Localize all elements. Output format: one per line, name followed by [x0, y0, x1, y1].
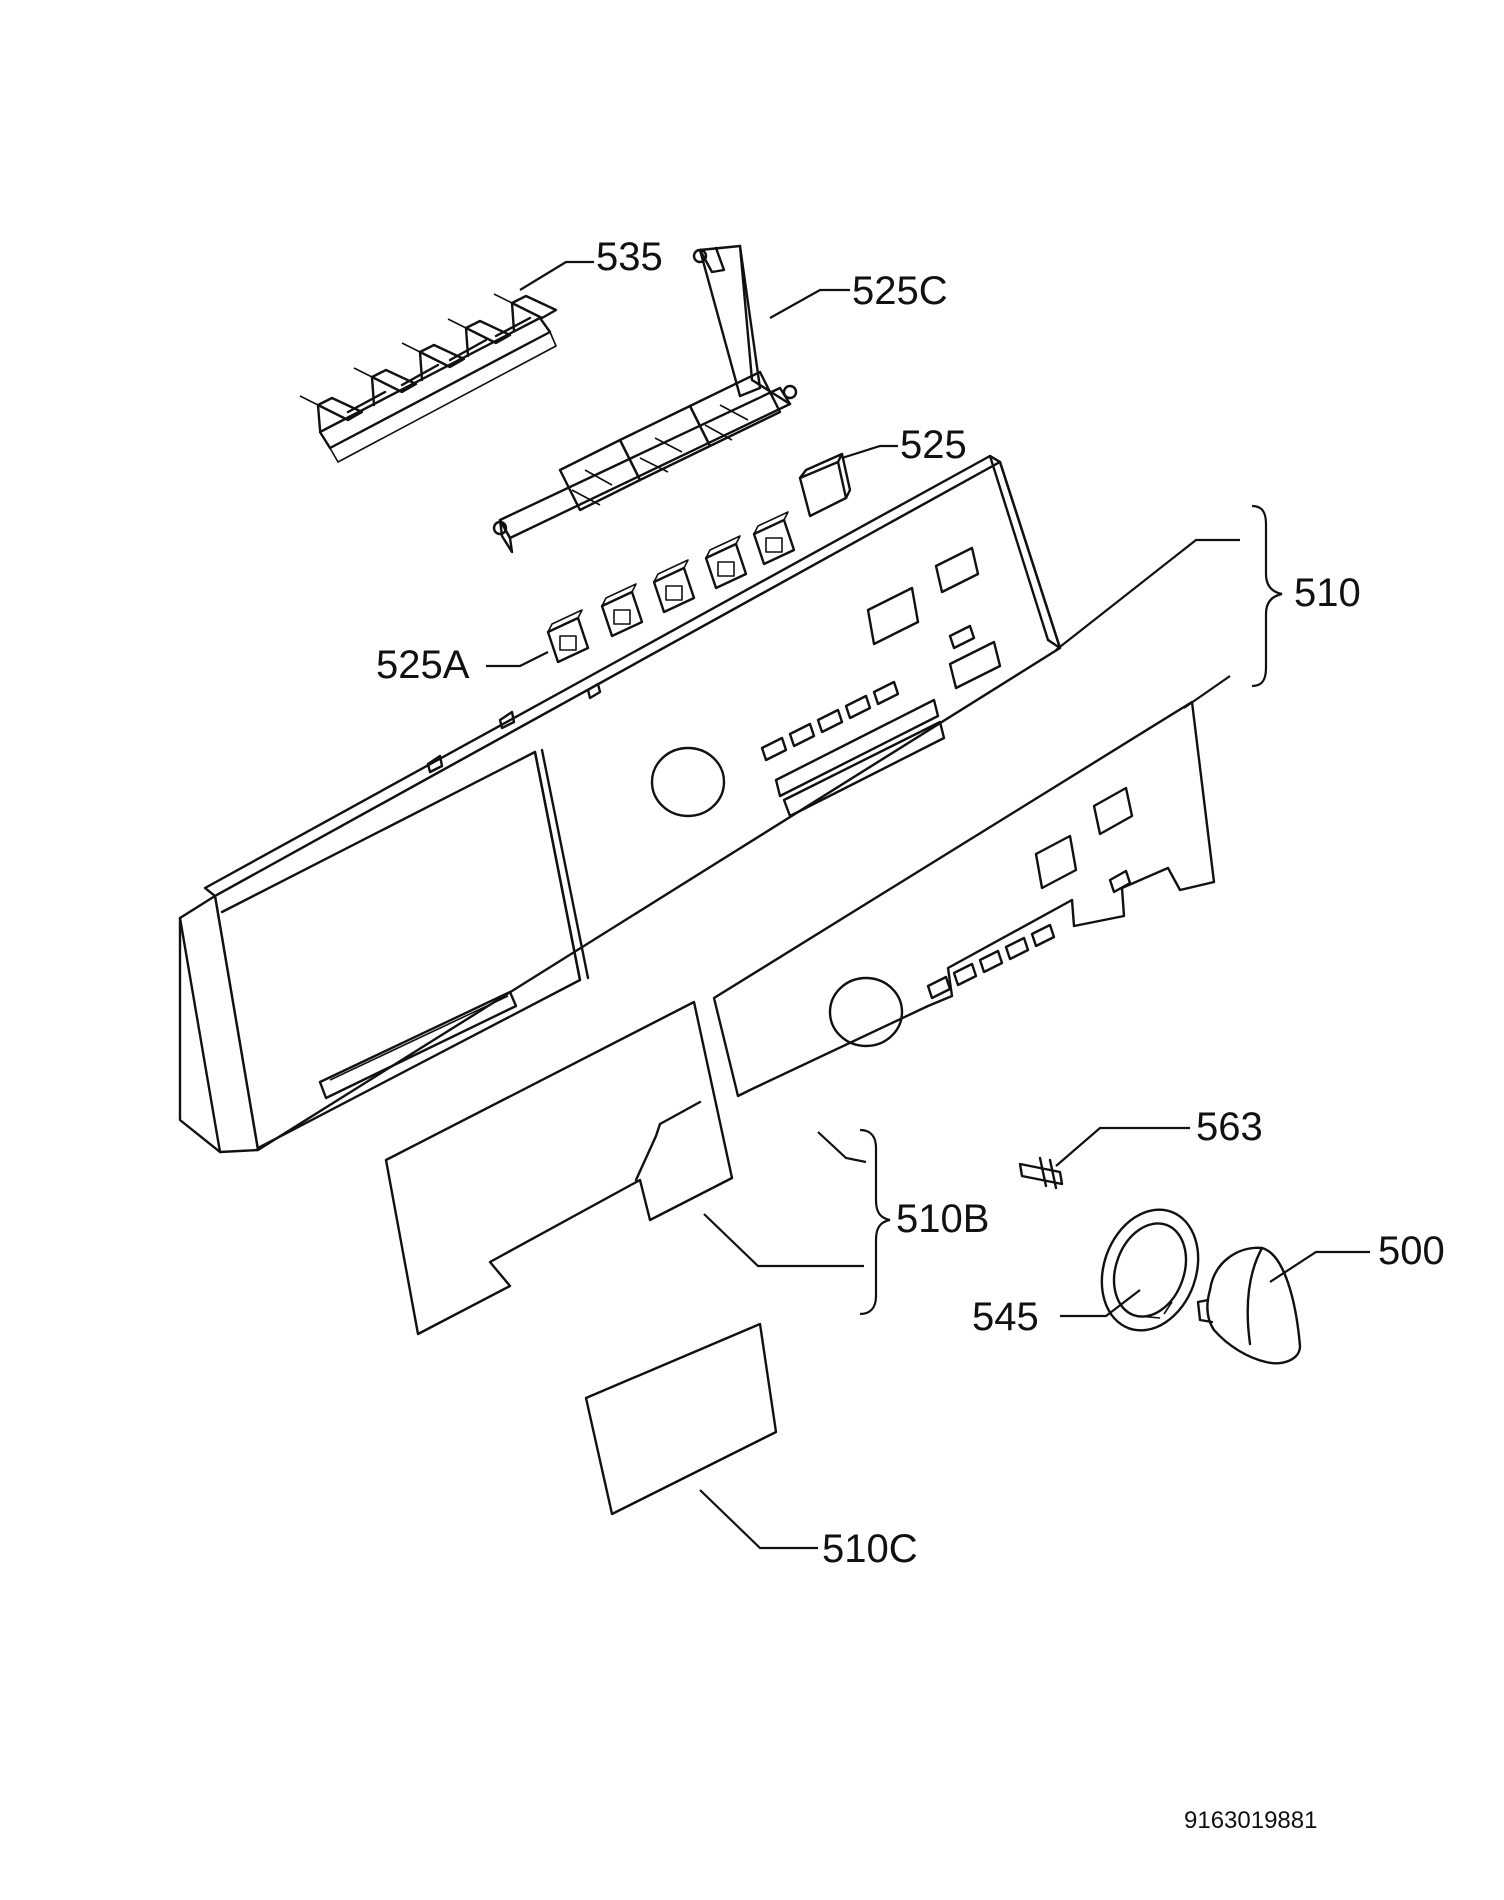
label-510b: 510B: [896, 1197, 989, 1241]
part-535-actuator-strip: [299, 293, 558, 463]
part-525c-switch-frame: [492, 244, 798, 554]
leader-lines: [486, 260, 1370, 1550]
part-525-button: [798, 452, 852, 518]
label-545: 545: [972, 1295, 1039, 1339]
document-number: 9163019881: [1184, 1807, 1317, 1834]
part-510b-left-strip: [384, 1000, 734, 1336]
part-545-bezel-ring: [1100, 1208, 1200, 1332]
part-510b-decor-panel: [712, 700, 1216, 1098]
label-510: 510: [1294, 571, 1361, 615]
part-563-shaft-pin: [1018, 1156, 1064, 1190]
label-563: 563: [1196, 1105, 1263, 1149]
part-500-knob: [1196, 1246, 1302, 1365]
label-535: 535: [596, 235, 663, 279]
part-525a-push-buttons: [546, 511, 796, 664]
label-525a: 525A: [376, 643, 470, 687]
label-500: 500: [1378, 1229, 1445, 1273]
label-510c: 510C: [822, 1527, 918, 1571]
part-510c-label: [584, 1322, 778, 1516]
label-525c: 525C: [852, 269, 948, 313]
label-525: 525: [900, 423, 967, 467]
